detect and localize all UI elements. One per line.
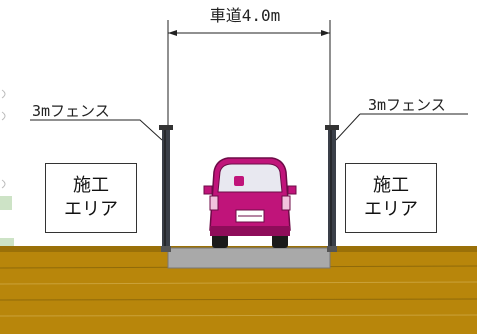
road-width-label: 車道4.0m [209,6,281,25]
fence-leaders [30,113,468,141]
left-construction-area: 施工 エリア [45,163,137,233]
right-fence [325,125,339,252]
background-edge-marks [0,89,14,246]
right-fence-label: 3mフェンス [368,96,446,114]
left-fence-label: 3mフェンス [32,102,110,120]
road-slab [167,247,331,269]
right-area-line2: エリア [364,199,418,220]
right-area-line1: 施工 [373,175,409,196]
left-area-line2: エリア [64,199,118,220]
right-construction-area: 施工 エリア [345,163,437,233]
left-area-line1: 施工 [73,175,109,196]
left-fence [159,125,173,252]
vehicle [203,157,297,248]
